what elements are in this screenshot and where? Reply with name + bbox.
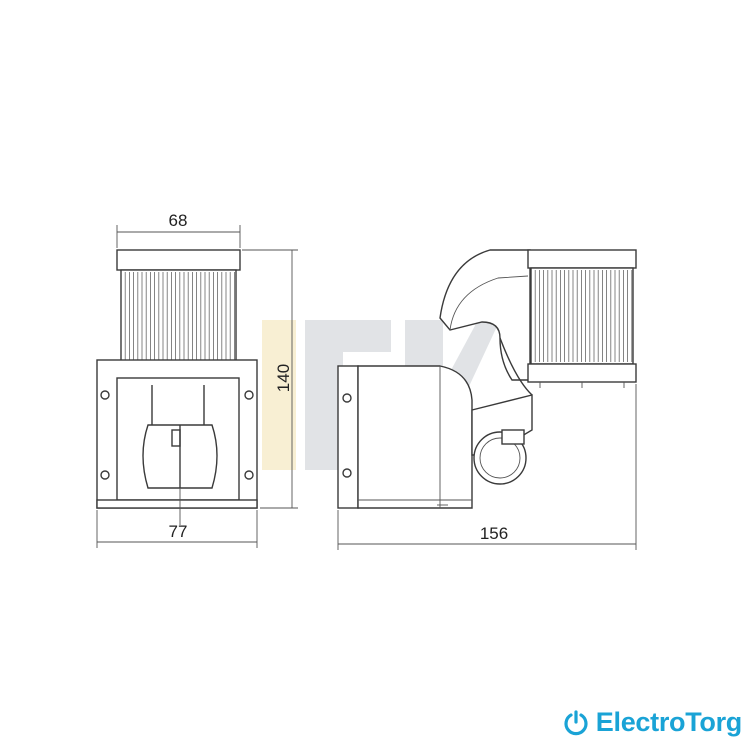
side-lamp-cap [527, 249, 637, 269]
mount-hole [244, 470, 254, 480]
brand-name: ElectroTorg [595, 707, 743, 737]
dim-base-width: 77 [169, 522, 188, 541]
front-lamp-cap [116, 249, 241, 271]
side-lamp-body [530, 267, 634, 365]
front-view: 68 140 77 [96, 211, 298, 548]
brand-logo: ElectroTorg [562, 707, 742, 738]
dim-total-length: 156 [480, 524, 508, 543]
side-wall-plate [337, 365, 359, 509]
side-view: 156 [337, 249, 637, 550]
power-icon [564, 709, 588, 735]
front-neck [151, 385, 205, 425]
side-housing [357, 365, 473, 509]
front-lamp-body [120, 269, 237, 363]
dim-height: 140 [274, 364, 293, 392]
side-lamp-fins [534, 270, 633, 362]
side-joint [473, 431, 527, 485]
mount-hole [100, 470, 110, 480]
side-hood [439, 249, 531, 381]
mount-hole [244, 390, 254, 400]
dim-top-width: 68 [169, 211, 188, 230]
front-lamp-fins [124, 272, 235, 360]
mount-hole [100, 390, 110, 400]
side-lamp-ring [527, 363, 637, 383]
